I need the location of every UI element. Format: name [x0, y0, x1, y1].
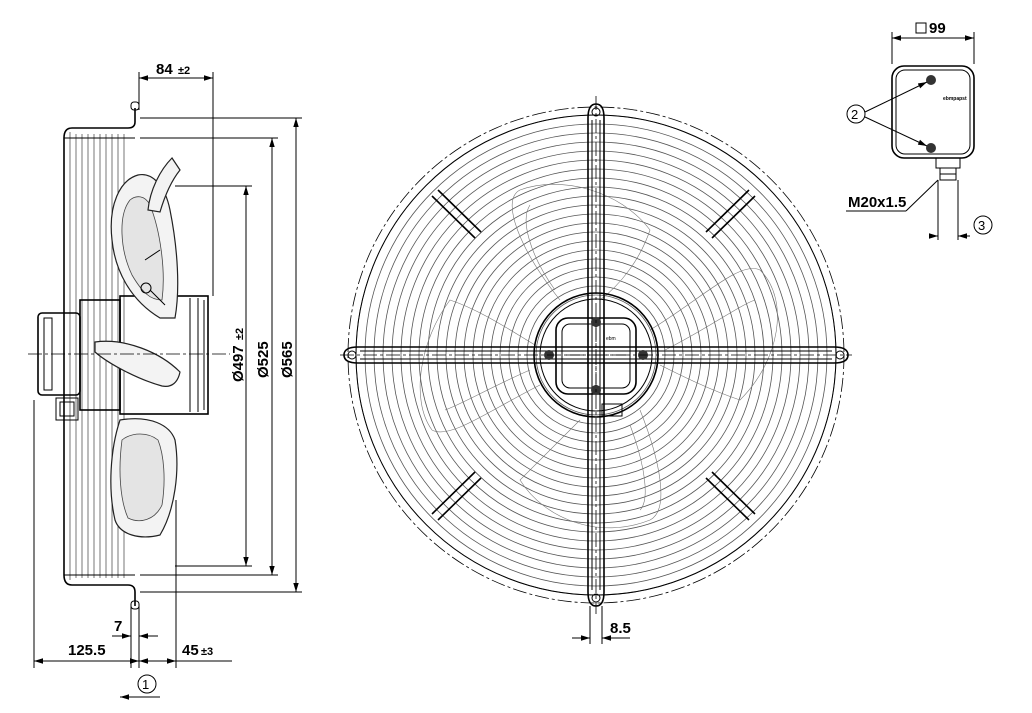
dim-497-value: Ø497 [230, 345, 247, 382]
callout-2: 2 [846, 81, 928, 147]
dim-565-value: Ø565 [279, 341, 296, 378]
dimension-bottom: 125.5 7 45 ±3 [33, 400, 232, 668]
side-blades [94, 157, 181, 538]
dim-7-value: 7 [114, 618, 122, 635]
dimension-box: 99 M20x1.5 [846, 20, 975, 239]
dimension-diameters: Ø497 ±2 Ø525 Ø565 [140, 117, 302, 593]
dim-84-value: 84 [156, 61, 173, 78]
callout-3: 3 [973, 215, 993, 235]
svg-text:ebm: ebm [606, 336, 616, 342]
dimension-strut-width: 8.5 [572, 606, 631, 644]
side-view [28, 101, 230, 610]
terminal-box: ebmpapst [891, 65, 975, 240]
box-logo: ebmpapst [943, 96, 967, 102]
dim-125-value: 125.5 [68, 642, 106, 659]
callout-1-label: 1 [142, 677, 149, 692]
dimension-84: 84 ±2 [138, 61, 214, 296]
front-blades [419, 184, 778, 529]
callout-1: 1 [120, 674, 160, 700]
square-symbol-icon [915, 22, 927, 34]
dim-45-tol: ±3 [201, 646, 213, 658]
callout-2-label: 2 [851, 107, 858, 122]
front-view: ebm [340, 96, 852, 614]
dim-525-value: Ø525 [255, 341, 272, 378]
dim-84-tol: ±2 [178, 65, 190, 77]
gland-thread-label: M20x1.5 [848, 194, 906, 211]
dim-8-5-value: 8.5 [610, 620, 631, 637]
dim-497-tol: ±2 [234, 328, 246, 340]
callout-3-label: 3 [978, 218, 985, 233]
dim-99-value: 99 [929, 20, 946, 37]
dim-45-value: 45 [182, 642, 199, 659]
